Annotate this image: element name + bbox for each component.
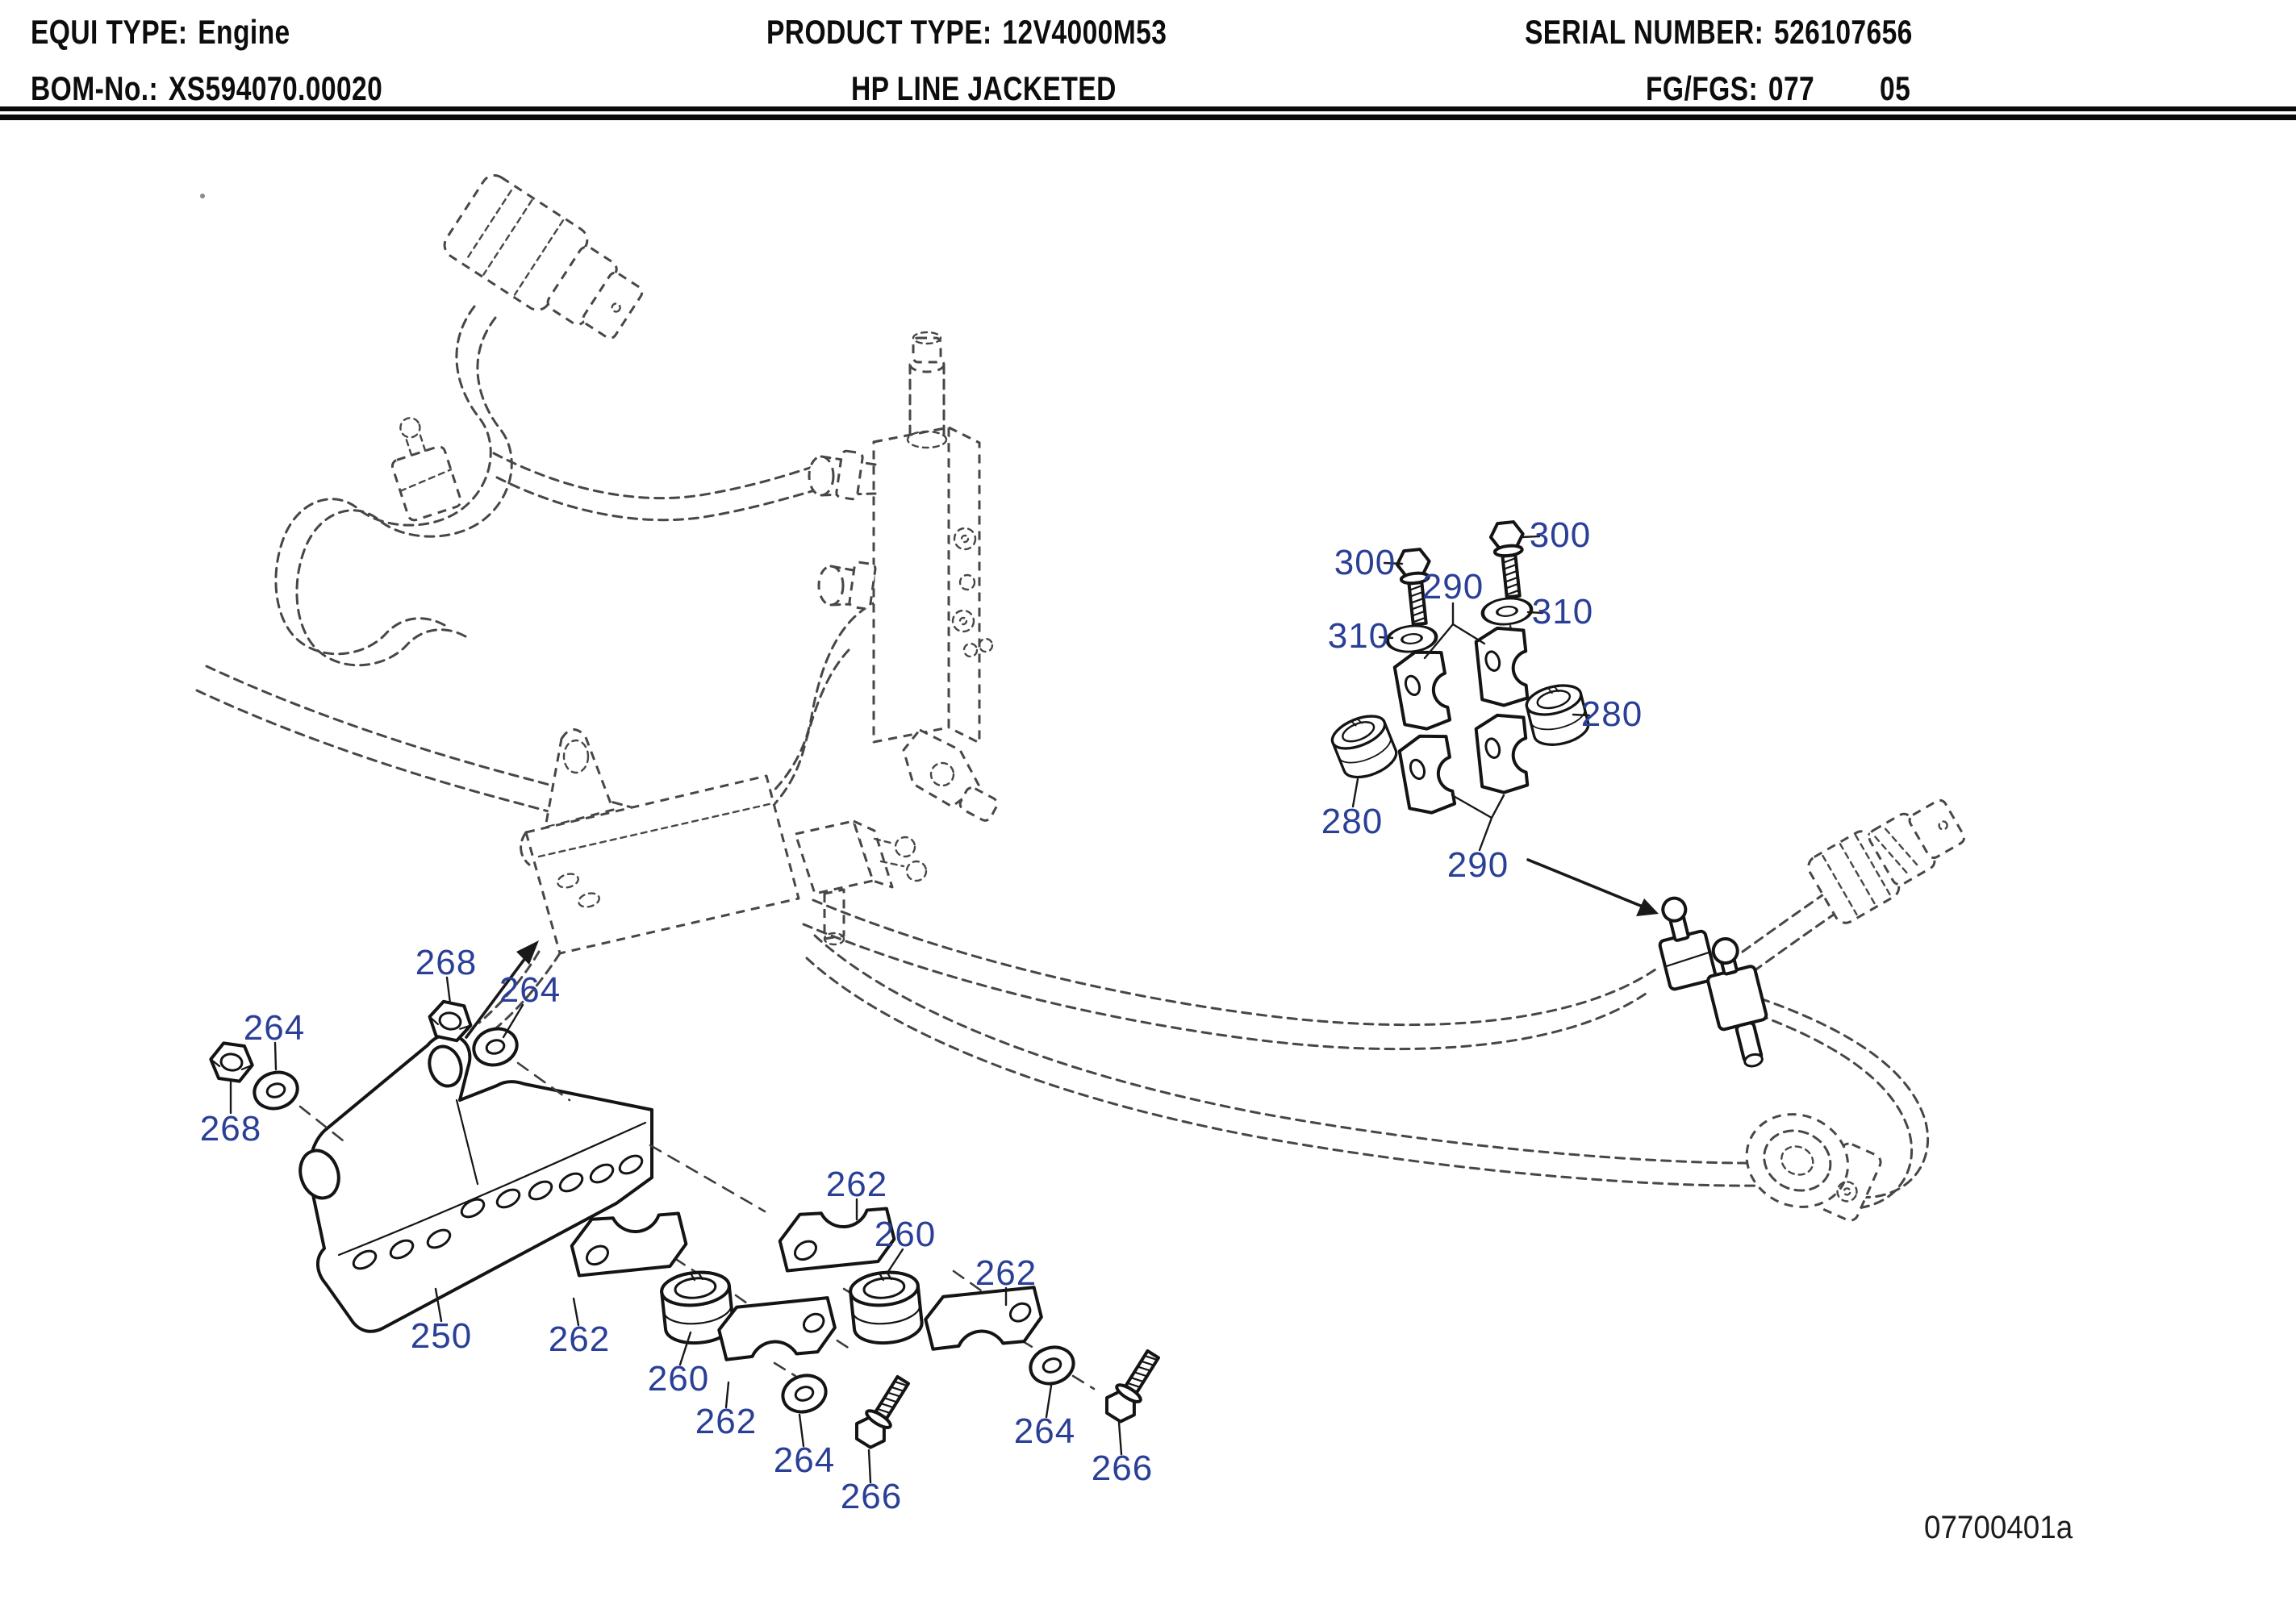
serial-number-field: SERIAL NUMBER:526107656 <box>1525 13 1913 52</box>
bottom-right-coupling <box>1745 1113 1882 1222</box>
right-coupling <box>1807 798 1966 924</box>
page-subtitle: HP LINE JACKETED <box>851 69 1117 107</box>
part-callout-264: 264 <box>773 1440 836 1480</box>
inline-pipe-clamps <box>1658 896 1768 1068</box>
bom-label: BOM-No.: <box>31 69 159 107</box>
clamp-detail-group <box>1326 519 1593 819</box>
part-callout-310: 310 <box>1327 616 1390 656</box>
pipe-junction-block <box>794 819 928 946</box>
sheet-number: 05 <box>1880 69 1911 107</box>
clamp-chain <box>565 1144 1169 1453</box>
callout-leader-lines <box>229 535 1591 1484</box>
part-callout-300: 300 <box>1529 515 1592 555</box>
part-callout-262: 262 <box>825 1165 888 1204</box>
reference-arrows <box>465 858 1659 1039</box>
product-type-field: PRODUCT TYPE: 12V4000M53 <box>766 13 1167 52</box>
bom-field: BOM-No.:XS594070.00020 <box>31 69 382 108</box>
product-type-label: PRODUCT TYPE: <box>766 13 992 51</box>
valve-block <box>808 331 999 822</box>
part-callout-260: 260 <box>647 1359 710 1399</box>
serial-number-label: SERIAL NUMBER: <box>1525 13 1764 51</box>
part-callout-264: 264 <box>499 970 561 1010</box>
part-callout-262: 262 <box>975 1253 1037 1293</box>
fg-fgs-value: 077 <box>1768 69 1815 107</box>
equi-type-label: EQUI TYPE: <box>31 13 188 51</box>
part-callout-266: 266 <box>840 1477 903 1516</box>
part-callout-266: 266 <box>1091 1449 1154 1488</box>
part-callout-262: 262 <box>695 1402 758 1441</box>
part-callout-290: 290 <box>1446 845 1509 885</box>
part-callout-300: 300 <box>1334 543 1396 582</box>
part-callout-280: 280 <box>1580 694 1643 734</box>
phantom-mounting-plate <box>474 728 800 1045</box>
product-type-value: 12V4000M53 <box>1002 13 1167 51</box>
part-callout-250: 250 <box>410 1316 473 1356</box>
drawing-number: 07700401a <box>1924 1510 2073 1545</box>
part-callout-262: 262 <box>548 1319 611 1359</box>
bracket-slots <box>352 1154 644 1270</box>
part-callout-268: 268 <box>415 943 478 982</box>
part-callout-268: 268 <box>199 1109 262 1149</box>
stray-dot <box>200 194 205 198</box>
part-callout-280: 280 <box>1321 802 1384 841</box>
part-callout-290: 290 <box>1421 567 1484 607</box>
part-callout-310: 310 <box>1531 592 1594 632</box>
equi-type-value: Engine <box>198 13 290 51</box>
bom-value: XS594070.00020 <box>168 69 383 107</box>
equi-type-field: EQUI TYPE: Engine <box>31 13 290 52</box>
fg-fgs-label: FG/FGS: <box>1646 69 1759 107</box>
header-rule-bottom <box>0 115 2296 120</box>
bracket-250-drawing <box>298 1033 653 1333</box>
part-callout-264: 264 <box>243 1008 306 1048</box>
fg-fgs-field: FG/FGS:077 <box>1646 69 1814 108</box>
upper-left-coupling <box>443 173 644 340</box>
part-callout-264: 264 <box>1013 1411 1076 1451</box>
phantom-context-drawing <box>195 173 1966 1222</box>
part-callout-260: 260 <box>874 1215 937 1254</box>
header-rule-top <box>0 106 2296 111</box>
serial-number-value: 526107656 <box>1773 13 1913 51</box>
pipe-clamp-with-pin <box>390 417 462 522</box>
bracket-fasteners <box>207 998 571 1145</box>
